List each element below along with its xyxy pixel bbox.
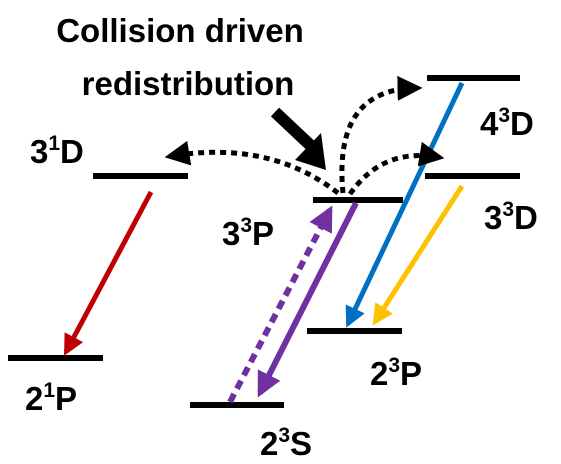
transition-3-3P-to-2-3S <box>257 201 359 398</box>
title-line-1: Collision driven <box>56 12 304 49</box>
label-2-1P: 21P <box>25 379 77 417</box>
transition-4-3D-to-2-3P <box>345 81 465 328</box>
label-3-3D: 33D <box>484 198 538 236</box>
transition-3-3D-to-2-3P <box>372 184 465 326</box>
transition-3-1D-to-2-1P <box>63 190 154 356</box>
transition-2-3S-to-3-3P-dotted <box>227 205 333 404</box>
label-2-3S: 23S <box>260 424 312 462</box>
title-line-2: redistribution <box>82 65 295 102</box>
label-3-3P: 33P <box>222 214 274 252</box>
collision-arrow-to-3-3D <box>347 141 445 196</box>
collision-arrow-to-4-3D <box>339 75 423 194</box>
label-4-3D: 43D <box>480 104 534 142</box>
pointer-arrow <box>270 107 326 170</box>
label-3-1D: 31D <box>30 132 84 170</box>
label-2-3P: 23P <box>370 354 422 392</box>
